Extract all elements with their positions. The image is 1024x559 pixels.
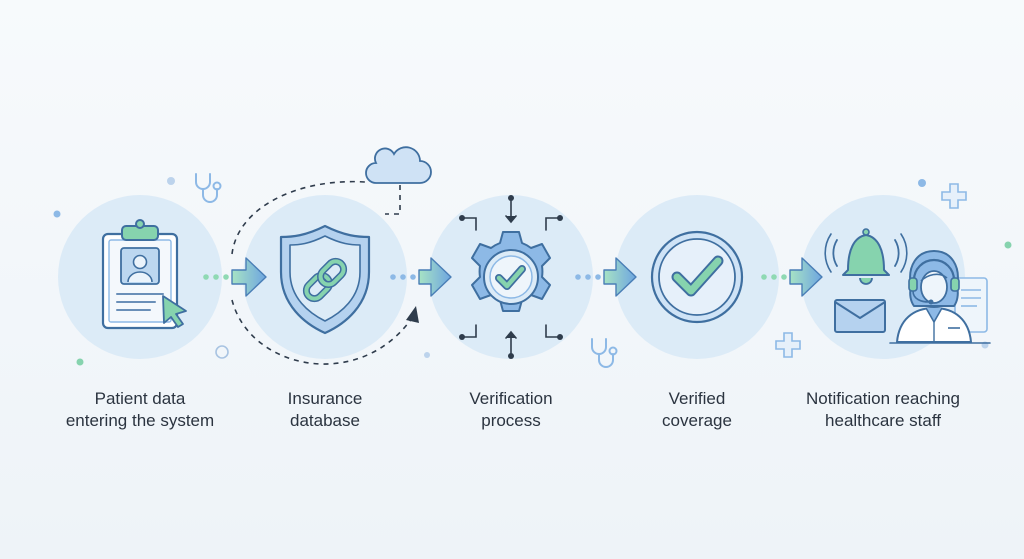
dashed-loop-lower — [231, 299, 413, 365]
step-label-line2: process — [481, 411, 541, 430]
decor-dot — [918, 179, 926, 187]
flow-arrow-1 — [203, 257, 267, 297]
decor-dot — [167, 177, 175, 185]
step-label-2: Insurance database — [225, 388, 425, 432]
staff-notification-icon — [824, 228, 991, 344]
checkmark-circle-icon — [650, 230, 744, 324]
clipboard-patient-icon — [101, 219, 187, 330]
step-label-line2: entering the system — [65, 411, 215, 430]
decor-dot — [424, 352, 430, 358]
shield-link-icon — [279, 224, 371, 335]
flow-arrow-3 — [575, 257, 637, 297]
flow-arrows — [203, 257, 823, 297]
step-label-line1: Verified — [668, 389, 726, 408]
dashed-loop-upper — [231, 180, 366, 255]
staff-avatar-icon — [889, 250, 991, 344]
decor-dot — [53, 210, 61, 218]
cloud-icon — [365, 146, 432, 184]
cursor-icon — [162, 295, 187, 328]
gear-check-icon — [459, 195, 563, 359]
decor-dot — [76, 358, 84, 366]
loop-arrowhead-icon — [406, 306, 419, 323]
step-label-3: Verification process — [411, 388, 611, 432]
step-label-4: Verified coverage — [597, 388, 797, 432]
step-label-line1: Notification reaching — [805, 389, 961, 408]
decor-dot — [1004, 241, 1012, 249]
medical-cross-icon — [775, 332, 801, 358]
step-label-1: Patient data entering the system — [40, 388, 240, 432]
step-label-line1: Verification — [469, 389, 553, 408]
decor-ring — [215, 345, 229, 359]
stethoscope-icon — [591, 338, 618, 368]
medical-cross-icon — [941, 183, 967, 209]
step-label-line2: coverage — [662, 411, 732, 430]
step-label-line2: healthcare staff — [825, 411, 941, 430]
envelope-icon — [834, 299, 886, 333]
step-label-5: Notification reaching healthcare staff — [783, 388, 983, 432]
step-label-line1: Insurance — [287, 389, 363, 408]
step-label-line1: Patient data — [94, 389, 186, 408]
cloud-sync-loop — [231, 146, 432, 365]
step-label-line2: database — [290, 411, 360, 430]
flow-arrow-2 — [390, 257, 452, 297]
stethoscope-icon — [195, 173, 222, 203]
flow-arrow-4 — [761, 257, 823, 297]
bell-icon — [824, 228, 908, 285]
dashed-connector — [385, 185, 401, 215]
